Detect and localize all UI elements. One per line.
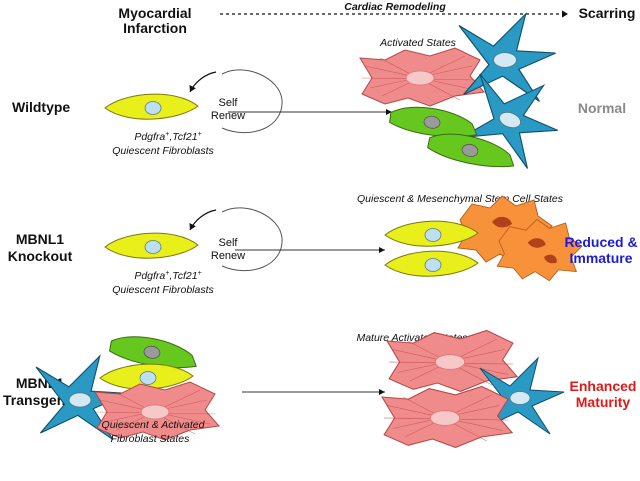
self-renew-loop [221, 69, 283, 134]
self-renew-text-1: Self [219, 97, 239, 109]
quiescent-fibroblasts-caption: Quiescent Fibroblasts [112, 284, 214, 296]
header-scarring: Scarring [579, 5, 636, 21]
self-renew-text-1: Self [219, 237, 239, 249]
marker-text: Pdgfra+,Tcf21+ [134, 131, 201, 143]
quiescent-fibroblast-cell [384, 250, 479, 277]
activated-states-label: Activated States [379, 37, 457, 49]
header-cardiac-remodeling: Cardiac Remodeling [344, 1, 446, 13]
quiescent-fibroblasts-caption: Quiescent Fibroblasts [112, 145, 214, 157]
header-infarction: Infarction [123, 20, 187, 36]
row-label-knockout: Knockout [8, 248, 73, 264]
activated-pink-cell [381, 385, 513, 448]
transgenic-caption-2: Fibroblast States [111, 433, 191, 445]
outcome-immature: Immature [569, 250, 632, 266]
quiescent-fibroblast-cell [104, 93, 199, 120]
transgenic-caption-1: Quiescent & Activated [102, 419, 206, 431]
msc-states-label: Quiescent & Mesenchymal Stem Cell States [357, 193, 564, 205]
outcome-reduced: Reduced & [564, 234, 637, 250]
row-label-wildtype: Wildtype [12, 99, 70, 115]
activated-pink-cell [94, 381, 220, 441]
outcome-normal: Normal [578, 100, 626, 116]
header-myocardial: Myocardial [118, 5, 191, 21]
self-renew-text-2: Renew [211, 250, 245, 262]
outcome-maturity: Maturity [576, 394, 631, 410]
marker-text: Pdgfra+,Tcf21+ [134, 270, 201, 282]
self-renew-arrow [189, 209, 217, 231]
self-renew-text-2: Renew [211, 110, 245, 122]
row-label-mbnl1: MBNL1 [16, 231, 64, 247]
self-renew-arrow [189, 71, 217, 93]
activated-pink-cell [359, 47, 485, 107]
self-renew-loop [221, 207, 283, 272]
outcome-enhanced: Enhanced [570, 378, 637, 394]
quiescent-fibroblast-cell [104, 232, 199, 259]
